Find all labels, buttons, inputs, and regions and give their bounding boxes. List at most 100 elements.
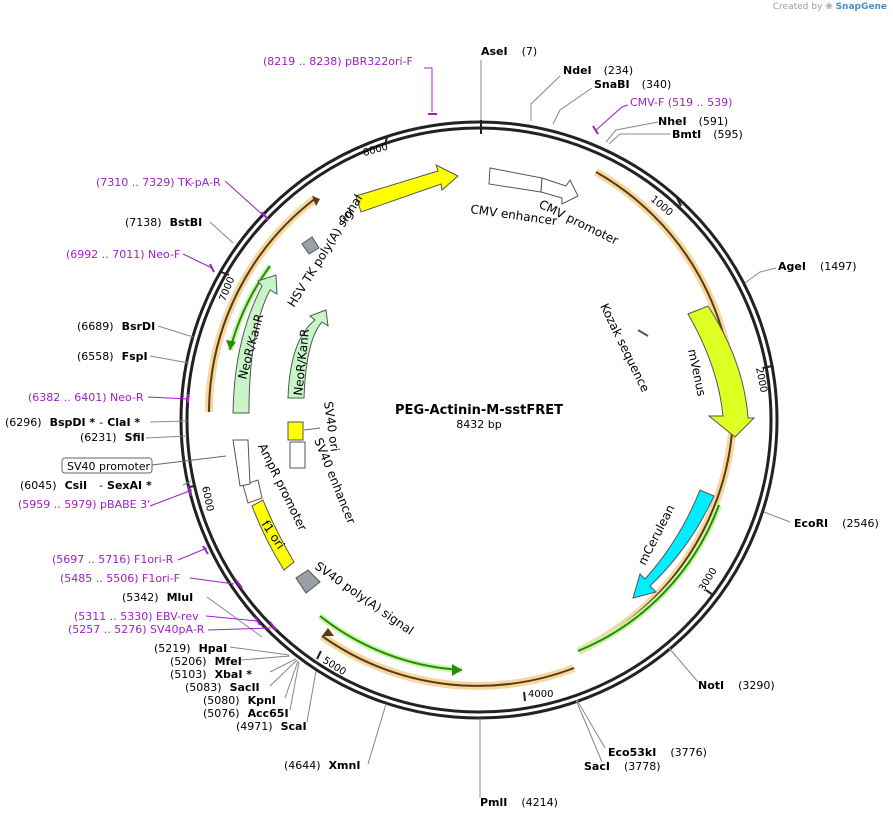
credit-brand: SnapGene xyxy=(835,2,887,12)
credit-prefix: Created by xyxy=(772,2,823,12)
svg-text:(5103)XbaI *: (5103)XbaI * xyxy=(170,668,252,681)
f1-ori-label: f1 ori xyxy=(259,518,288,552)
restriction-site-label[interactable]: (4644)XmnI xyxy=(284,759,360,772)
restriction-site-label[interactable]: (6558)FspI xyxy=(77,350,148,363)
snapgene-logo-icon: ❀ xyxy=(825,2,833,12)
svg-text:(5083)SacII: (5083)SacII xyxy=(185,681,260,694)
mvenus-feature xyxy=(687,305,756,438)
sv40-promoter-label: SV40 promoter xyxy=(67,460,151,473)
sv40-enhancer-feature xyxy=(289,441,306,469)
restriction-site-label[interactable]: PmlI(4214) xyxy=(480,796,558,809)
svg-text:(6689)BsrDI: (6689)BsrDI xyxy=(77,320,155,333)
neokanr-inner-feature xyxy=(287,309,329,399)
restriction-site-label[interactable]: (5076)Acc65I xyxy=(203,707,289,720)
neokanr-outer-feature xyxy=(232,274,278,414)
primer-label[interactable]: (8219 .. 8238) pBR322ori-F xyxy=(263,55,413,68)
svg-text:NdeI(234): NdeI(234) xyxy=(563,64,633,77)
ampr-promoter-feature xyxy=(242,479,263,504)
primer-label[interactable]: (5257 .. 5276) SV40pA-R xyxy=(68,623,205,636)
cmv-enhancer-feature xyxy=(488,167,543,193)
primer-connectors xyxy=(147,67,629,631)
cmv-promoter-feature xyxy=(540,177,579,205)
site-connectors xyxy=(145,60,791,798)
restriction-site-label[interactable]: (5206)MfeI xyxy=(170,655,242,668)
restriction-site-label[interactable]: Eco53kI(3776) xyxy=(608,746,707,759)
restriction-site-label[interactable]: AgeI(1497) xyxy=(778,260,857,273)
svg-text:AgeI(1497): AgeI(1497) xyxy=(778,260,857,273)
sv40-polya-feature xyxy=(295,569,321,594)
plasmid-backbone xyxy=(179,120,779,720)
svg-text:(4971)ScaI: (4971)ScaI xyxy=(236,720,307,733)
plasmid-size: 8432 bp xyxy=(456,418,501,431)
svg-text:(5342)MluI: (5342)MluI xyxy=(122,591,193,604)
restriction-site-label[interactable]: (5103)XbaI * xyxy=(170,668,252,681)
svg-text:(5080)KpnI: (5080)KpnI xyxy=(203,694,276,707)
svg-text:(5076)Acc65I: (5076)Acc65I xyxy=(203,707,289,720)
svg-text:(6558)FspI: (6558)FspI xyxy=(77,350,148,363)
svg-text:SacI(3778): SacI(3778) xyxy=(584,760,661,773)
svg-text:NotI(3290): NotI(3290) xyxy=(698,679,775,692)
primer-label[interactable]: (7310 .. 7329) TK-pA-R xyxy=(96,176,221,189)
restriction-site-label[interactable]: NdeI(234) xyxy=(563,64,633,77)
svg-text:Eco53kI(3776): Eco53kI(3776) xyxy=(608,746,707,759)
tick-label: 4000 xyxy=(528,689,553,700)
sv40-polya-label: SV40 poly(A) signal xyxy=(312,559,416,638)
restriction-site-label[interactable]: SacI(3778) xyxy=(584,760,661,773)
mcerulean-feature xyxy=(632,489,715,599)
restriction-site-label[interactable]: NotI(3290) xyxy=(698,679,775,692)
kozak-feature xyxy=(637,329,649,337)
restriction-site-label[interactable]: (5342)MluI xyxy=(122,591,193,604)
orf-arrowhead xyxy=(226,340,236,350)
primer-label[interactable]: (5697 .. 5716) F1ori-R xyxy=(52,553,174,566)
restriction-site-label[interactable]: BmtI(595) xyxy=(672,128,743,141)
orf-arrowhead xyxy=(322,628,334,636)
primer-label[interactable]: (5959 .. 5979) pBABE 3' xyxy=(18,498,150,511)
restriction-site-label[interactable]: NheI(591) xyxy=(658,115,728,128)
f1-ori-feature xyxy=(251,499,295,571)
sv40-promoter-box: SV40 promoter xyxy=(61,455,227,474)
primer-label[interactable]: (6382 .. 6401) Neo-R xyxy=(28,391,144,404)
ori-feature xyxy=(355,164,459,213)
kozak-label: Kozak sequence xyxy=(597,301,652,394)
restriction-site-label[interactable]: AseI(7) xyxy=(481,45,537,58)
primer-label[interactable]: (5485 .. 5506) F1ori-F xyxy=(60,572,180,585)
sv40-ori-label: SV40 ori xyxy=(321,400,342,452)
primer-label[interactable]: CMV-F (519 .. 539) xyxy=(630,96,732,109)
neokanr-inner-label: NeoR/KanR xyxy=(291,328,312,396)
ampr-feature xyxy=(232,439,251,487)
svg-text:(6045)CsiI-SexAI *: (6045)CsiI-SexAI * xyxy=(20,479,152,492)
svg-text:(5219)HpaI: (5219)HpaI xyxy=(154,642,227,655)
restriction-site-label[interactable]: (6231)SfiI xyxy=(80,431,145,444)
svg-text:(7138)BstBI: (7138)BstBI xyxy=(125,216,202,229)
orf-arrowhead xyxy=(452,664,462,676)
restriction-site-label[interactable]: (5080)KpnI xyxy=(203,694,276,707)
primer-label[interactable]: (6992 .. 7011) Neo-F xyxy=(66,248,180,261)
primer-label[interactable]: (5311 .. 5330) EBV-rev xyxy=(74,610,199,623)
snapgene-credit: Created by ❀ SnapGene xyxy=(773,2,887,12)
tick-label: 2000 xyxy=(753,366,769,393)
restriction-site-label[interactable]: EcoRI(2546) xyxy=(794,517,879,530)
plasmid-name: PEG-Actinin-M-sstFRET xyxy=(395,403,563,418)
svg-text:(4644)XmnI: (4644)XmnI xyxy=(284,759,360,772)
svg-text:NheI(591): NheI(591) xyxy=(658,115,728,128)
restriction-site-label[interactable]: (6045)CsiI-SexAI * xyxy=(20,479,152,492)
tick-label: 6000 xyxy=(199,485,215,512)
restriction-site-label[interactable]: (5219)HpaI xyxy=(154,642,227,655)
svg-text:EcoRI(2546): EcoRI(2546) xyxy=(794,517,879,530)
svg-text:PmlI(4214): PmlI(4214) xyxy=(480,796,558,809)
restriction-site-label[interactable]: (6296)BspDI *-ClaI * xyxy=(5,416,140,429)
svg-text:BmtI(595): BmtI(595) xyxy=(672,128,743,141)
mvenus-label: mVenus xyxy=(685,348,709,398)
svg-text:(5206)MfeI: (5206)MfeI xyxy=(170,655,242,668)
svg-text:SnaBI(340): SnaBI(340) xyxy=(594,78,671,91)
hsv-tk-polya-feature xyxy=(301,236,320,255)
orf-arrowhead xyxy=(312,196,320,206)
svg-text:AseI(7): AseI(7) xyxy=(481,45,537,58)
restriction-site-label[interactable]: (4971)ScaI xyxy=(236,720,307,733)
restriction-site-label[interactable]: (7138)BstBI xyxy=(125,216,202,229)
svg-text:(6296)BspDI *-ClaI *: (6296)BspDI *-ClaI * xyxy=(5,416,140,429)
restriction-site-label[interactable]: SnaBI(340) xyxy=(594,78,671,91)
restriction-site-label[interactable]: (5083)SacII xyxy=(185,681,260,694)
restriction-site-label[interactable]: (6689)BsrDI xyxy=(77,320,155,333)
